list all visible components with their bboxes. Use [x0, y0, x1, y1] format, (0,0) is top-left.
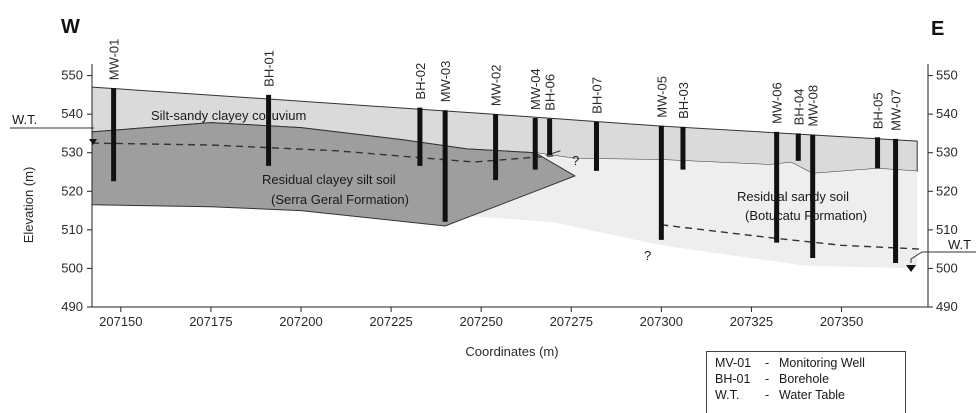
well-label-bh-01: BH-01	[262, 50, 277, 87]
y-tick-label-right: 490	[936, 299, 958, 314]
x-tick-label: 207225	[369, 314, 412, 329]
axes: 550 540 530 520 510 500 490 550 540 530 520 510 500 4…	[61, 64, 958, 329]
well-label-mw-06: MW-06	[770, 82, 785, 124]
x-tick-label: 207150	[99, 314, 142, 329]
well-label-bh-07: BH-07	[589, 77, 604, 114]
water-table-label-left: W.T.	[12, 112, 37, 127]
legend-box: MV-01 - Monitoring Well BH-01 - Borehole…	[706, 351, 906, 413]
legend-separator: -	[765, 372, 770, 386]
legend-separator: -	[765, 356, 770, 370]
well-label-mw-08: MW-08	[806, 85, 821, 127]
legend-separator: -	[765, 388, 770, 402]
y-tick-label-left: 500	[61, 260, 83, 275]
unknown-mark-2: ?	[644, 248, 651, 263]
y-axis-title: Elevation (m)	[21, 167, 36, 244]
x-axis-title: Coordinates (m)	[465, 344, 558, 359]
legend-text: Monitoring Well	[779, 356, 865, 370]
well-label-mw-01: MW-01	[107, 39, 122, 81]
well-label-mw-02: MW-02	[489, 64, 504, 106]
water-table-marker-right	[906, 265, 916, 272]
legend-key: BH-01	[715, 372, 751, 386]
well-label-mw-04: MW-04	[528, 68, 543, 110]
y-tick-label-right: 520	[936, 183, 958, 198]
well-label-bh-02: BH-02	[413, 63, 428, 100]
sandy-formation-label: (Botucatu Formation)	[745, 208, 867, 223]
water-table-marker-left	[89, 139, 97, 145]
well-label-bh-06: BH-06	[543, 74, 558, 111]
well-label-mw-05: MW-05	[654, 76, 669, 118]
y-tick-label-right: 540	[936, 106, 958, 121]
well-label-bh-05: BH-05	[871, 92, 886, 129]
well-label-mw-07: MW-07	[889, 89, 904, 131]
y-tick-label-right: 500	[936, 260, 958, 275]
x-tick-label: 207300	[640, 314, 683, 329]
clayey-formation-label: (Serra Geral Formation)	[271, 192, 409, 207]
colluvium-label: Silt-sandy clayey colluvium	[151, 108, 306, 123]
unknown-mark-1: ?	[572, 153, 579, 168]
water-table-pointer-right	[910, 251, 976, 263]
water-table-label-right: W.T	[948, 237, 971, 252]
x-tick-label: 207325	[730, 314, 773, 329]
y-tick-label-right: 510	[936, 222, 958, 237]
x-tick-label: 207175	[189, 314, 232, 329]
west-direction-label: W	[61, 16, 80, 38]
y-tick-label-right: 550	[936, 68, 958, 83]
legend-key: W.T.	[715, 388, 740, 402]
east-direction-label: E	[931, 18, 944, 40]
well-label-bh-03: BH-03	[676, 82, 691, 119]
legend-row: BH-01 - Borehole	[715, 371, 905, 387]
x-tick-label: 207200	[279, 314, 322, 329]
clayey-soil-label: Residual clayey silt soil	[262, 172, 396, 187]
well-label-mw-03: MW-03	[438, 61, 453, 103]
x-tick-label: 207350	[820, 314, 863, 329]
legend-text: Water Table	[779, 388, 846, 402]
x-tick-label: 207250	[459, 314, 502, 329]
y-tick-label-left: 520	[61, 183, 83, 198]
legend-row: W.T. - Water Table	[715, 387, 905, 403]
x-tick-label: 207275	[550, 314, 593, 329]
y-tick-label-left: 530	[61, 145, 83, 160]
y-tick-label-right: 530	[936, 145, 958, 160]
water-table-line-1	[91, 142, 554, 163]
well-label-bh-04: BH-04	[791, 89, 806, 126]
y-tick-label-left: 510	[61, 222, 83, 237]
legend-key: MV-01	[715, 356, 752, 370]
y-tick-label-left: 540	[61, 106, 83, 121]
water-table-line-2	[661, 224, 921, 250]
y-tick-label-left: 490	[61, 299, 83, 314]
y-tick-label-left: 550	[61, 68, 83, 83]
legend-text: Borehole	[779, 372, 830, 386]
legend-row: MV-01 - Monitoring Well	[715, 355, 905, 371]
clayey-soil-layer	[91, 122, 577, 227]
sandy-soil-label: Residual sandy soil	[737, 189, 849, 204]
